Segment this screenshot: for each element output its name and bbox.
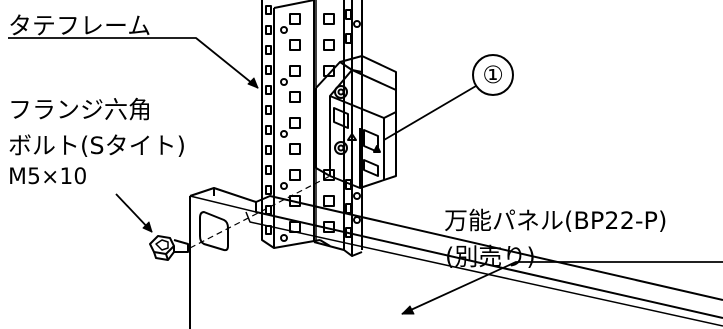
bolt-axis-dashed [189, 175, 331, 249]
flange-bolt [149, 235, 189, 261]
bolt-label-line1: フランジ六角 [8, 96, 152, 124]
frame-holes-left [265, 5, 272, 235]
universal-panel [189, 187, 723, 329]
callout-1 [383, 54, 514, 141]
frame-holes-right [345, 9, 361, 238]
panel-label-line1: 万能パネル(BP22-P) [444, 207, 668, 235]
bolt-label-line2: ボルト(Sタイト) [8, 132, 186, 160]
mounting-bracket [315, 55, 397, 189]
bolt-label-line3: M5×10 [8, 165, 88, 190]
leader-lines [8, 37, 723, 315]
frame-label: タテフレーム [8, 12, 152, 40]
panel-label-line2: (別売り) [445, 243, 536, 271]
frame-holes-front [280, 13, 335, 242]
callout-number: ① [482, 61, 504, 89]
